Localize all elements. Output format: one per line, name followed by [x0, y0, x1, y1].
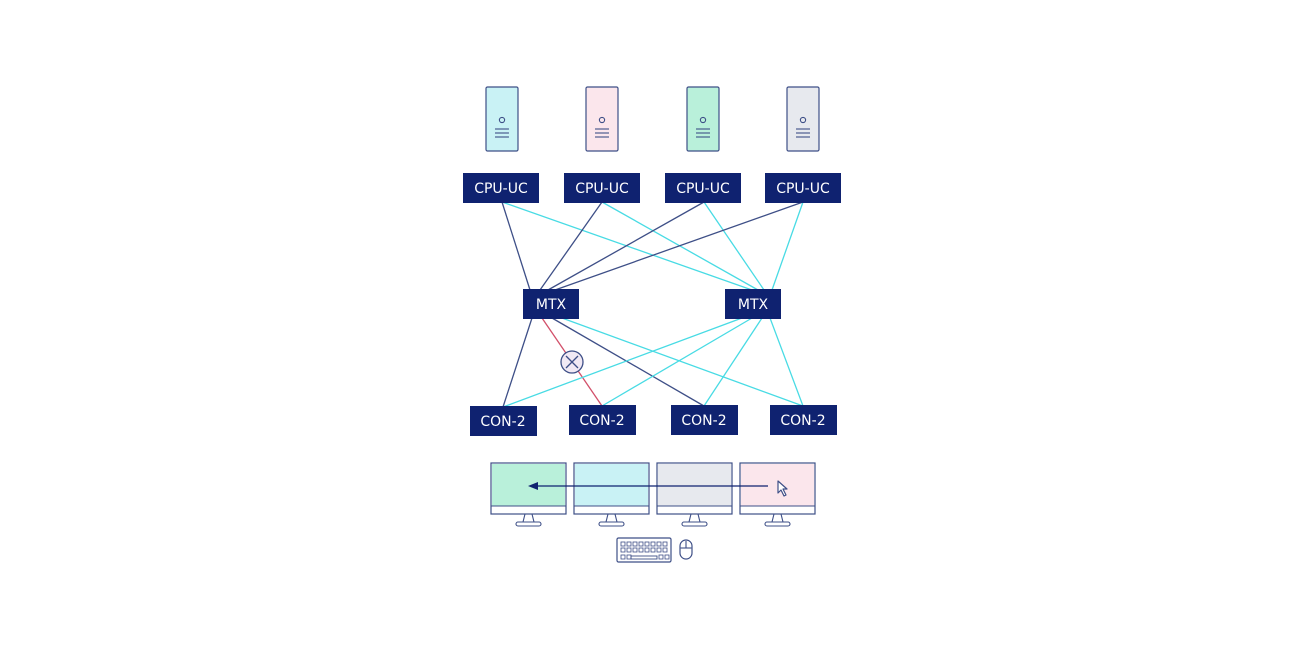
link-mtx2-con4: [769, 317, 804, 407]
keyboard-icon: [616, 537, 672, 563]
cpu-unit-label: CPU-UC: [676, 181, 730, 197]
matrix-switch-label: MTX: [738, 297, 769, 313]
link-cpu3-mtx1: [547, 201, 705, 291]
link-mtx2-con3: [703, 317, 763, 407]
cpu-to-matrix-links: [501, 201, 804, 291]
mouse-icon: [679, 539, 693, 560]
computer-tower-icon: [585, 86, 619, 152]
console-unit-label: CON-2: [579, 413, 624, 429]
cpu-unit: CPU-UC: [665, 173, 741, 203]
link-mtx1-con3: [551, 317, 705, 407]
cursor-switch-arrow: [528, 482, 768, 490]
link-mtx1-con1: [502, 317, 533, 408]
console-unit: CON-2: [470, 406, 537, 436]
cpu-unit-label: CPU-UC: [776, 181, 830, 197]
link-cpu3-mtx2: [703, 201, 765, 291]
link-mtx2-con2: [601, 317, 753, 407]
cpu-unit-label: CPU-UC: [575, 181, 629, 197]
link-cpu4-mtx1: [554, 201, 804, 291]
console-unit-label: CON-2: [480, 414, 525, 430]
console-units: CON-2 CON-2 CON-2 CON-2: [470, 405, 837, 436]
failure-x-icon: [560, 350, 584, 374]
computer-tower-icon: [786, 86, 820, 152]
cpu-unit: CPU-UC: [564, 173, 640, 203]
link-cpu1-mtx1: [501, 201, 531, 291]
console-unit: CON-2: [569, 405, 636, 435]
cpu-unit-label: CPU-UC: [474, 181, 528, 197]
console-unit-label: CON-2: [681, 413, 726, 429]
link-mtx1-con4: [561, 317, 804, 407]
matrix-switch: MTX: [523, 289, 579, 319]
cpu-unit: CPU-UC: [463, 173, 539, 203]
matrix-switches: MTX MTX: [523, 289, 781, 319]
console-unit: CON-2: [671, 405, 738, 435]
cpu-units: CPU-UC CPU-UC CPU-UC CPU-UC: [463, 173, 841, 203]
matrix-to-console-links: [502, 317, 804, 408]
monitor-icon: [490, 462, 567, 527]
matrix-switch-label: MTX: [536, 297, 567, 313]
monitor-icon: [573, 462, 650, 527]
cursor-arrow-icon: [777, 480, 788, 497]
link-cpu2-mtx1: [539, 201, 603, 291]
monitor-icon: [656, 462, 733, 527]
monitor-icon: [739, 462, 816, 527]
console-unit-label: CON-2: [780, 413, 825, 429]
link-cpu4-mtx2: [771, 201, 804, 291]
console-unit: CON-2: [770, 405, 837, 435]
monitors: [490, 462, 816, 527]
cpu-unit: CPU-UC: [765, 173, 841, 203]
computer-towers: [485, 86, 820, 152]
computer-tower-icon: [485, 86, 519, 152]
matrix-switch: MTX: [725, 289, 781, 319]
computer-tower-icon: [686, 86, 720, 152]
link-mtx2-con1: [502, 317, 743, 408]
